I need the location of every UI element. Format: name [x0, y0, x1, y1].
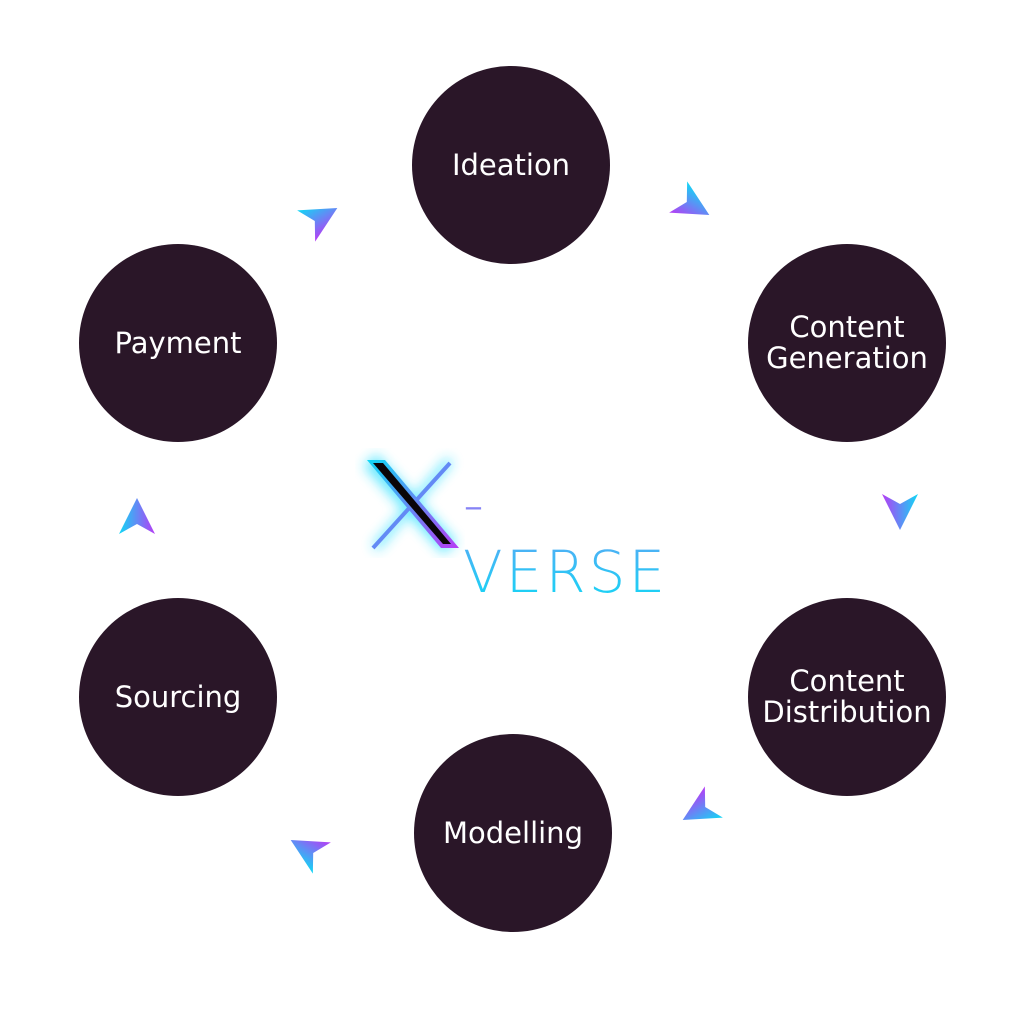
node-label: Content: [789, 664, 905, 698]
logo-x-mark: [363, 453, 459, 555]
node-label: Modelling: [443, 815, 583, 850]
node-label: Sourcing: [114, 679, 242, 714]
x-verse-logo: -VERSE: [355, 448, 675, 606]
node-modelling: Modelling: [414, 734, 612, 932]
node-ideation: Ideation: [412, 66, 610, 264]
node-label: Distribution: [762, 695, 932, 729]
arrowhead-icon: [682, 786, 723, 820]
node-payment: Payment: [79, 244, 277, 442]
node-label: Content: [789, 310, 905, 344]
arrowhead-icon: [119, 498, 155, 534]
logo-text: -VERSE: [463, 470, 675, 606]
node-label: Payment: [114, 325, 242, 360]
arrowhead-icon: [669, 181, 710, 215]
arrowhead-icon: [290, 840, 331, 874]
arrowhead-icon: [882, 494, 918, 530]
node-sourcing: Sourcing: [79, 598, 277, 796]
node-label: Ideation: [451, 147, 571, 182]
node-label: Generation: [766, 341, 928, 375]
arrowhead-icon: [297, 208, 338, 242]
